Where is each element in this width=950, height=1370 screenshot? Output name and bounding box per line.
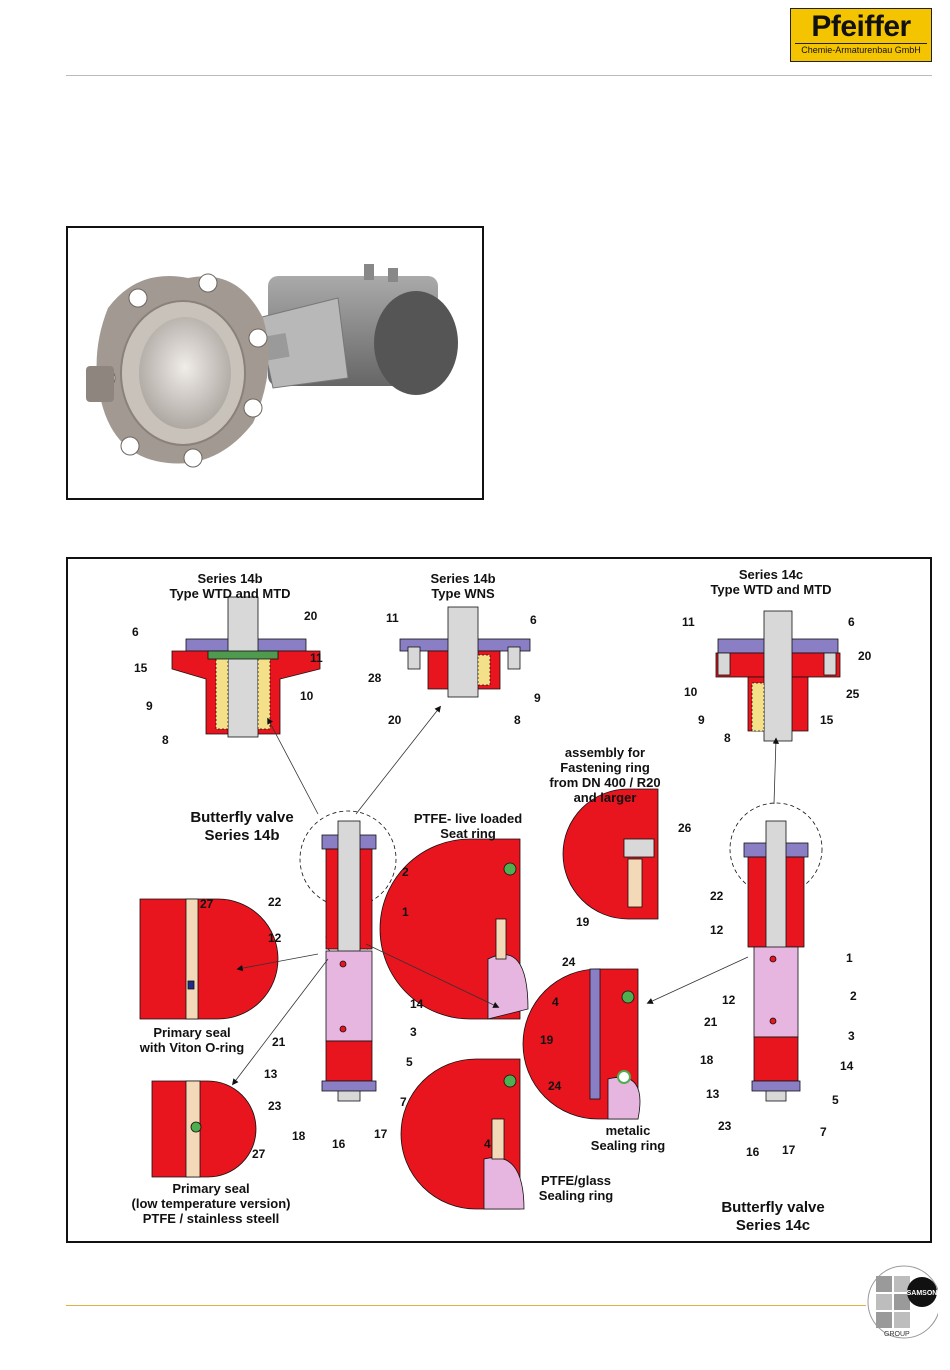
part-number: 13: [264, 1067, 278, 1081]
part-number: 19: [540, 1033, 554, 1047]
title-bv-14b: Butterfly valve Series 14b: [190, 809, 294, 844]
logo-subtitle: Chemie-Armaturenbau GmbH: [795, 43, 927, 57]
title-primary-low: Primary seal (low temperature version) P…: [131, 1181, 291, 1226]
part-number: 2: [850, 989, 857, 1003]
part-number: 12: [722, 993, 736, 1007]
part-number: 20: [304, 609, 318, 623]
part-number: 21: [272, 1035, 286, 1049]
part-number: 8: [162, 733, 169, 747]
samson-logo-mark: SAMSON GROUP: [867, 1265, 938, 1339]
shaft-14c: [729, 802, 823, 1102]
part-number: 18: [292, 1129, 306, 1143]
part-number: 1: [846, 951, 853, 965]
part-number: 9: [534, 691, 541, 705]
part-number: 17: [374, 1127, 388, 1141]
part-number: 19: [576, 915, 590, 929]
part-number: 4: [552, 995, 559, 1009]
detail-metalic: [522, 968, 641, 1120]
part-number: 10: [684, 685, 698, 699]
footer-rule: [66, 1305, 866, 1306]
detail-14b-wtd: [171, 596, 321, 738]
title-ptfe-glass: PTFE/glass Sealing ring: [538, 1173, 614, 1203]
part-number: 17: [782, 1143, 796, 1157]
part-number: 5: [832, 1093, 839, 1107]
samson-group-logo: SAMSON GROUP: [862, 1258, 938, 1342]
part-number: 1: [402, 905, 409, 919]
detail-14c-wtd: [715, 610, 841, 742]
butterfly-valve-photo: [86, 264, 458, 468]
part-number: 16: [332, 1137, 346, 1151]
header-rule: [66, 75, 932, 76]
title-14b-wtd: Series 14b Type WTD and MTD: [169, 571, 291, 601]
part-number: 7: [400, 1095, 407, 1109]
part-number: 12: [710, 923, 724, 937]
part-number: 16: [746, 1145, 760, 1159]
detail-assembly-ring: [562, 788, 659, 920]
part-number: 25: [846, 687, 860, 701]
sectional-diagram: Series 14b Type WTD and MTD Series 14b T…: [66, 557, 932, 1243]
title-ptfe-live: PTFE- live loaded Seat ring: [413, 811, 523, 841]
part-number: 24: [548, 1079, 562, 1093]
shaft-14b: [299, 810, 397, 1102]
pfeiffer-logo: Pfeiffer Chemie-Armaturenbau GmbH: [790, 8, 932, 62]
detail-ptfe-glass: [400, 1058, 525, 1210]
detail-primary-low: [151, 1080, 257, 1178]
part-number: 12: [268, 931, 282, 945]
detail-14b-wns: [399, 606, 531, 698]
part-number: 3: [848, 1029, 855, 1043]
part-number: 27: [200, 897, 214, 911]
part-number: 15: [134, 661, 148, 675]
part-number: 6: [848, 615, 855, 629]
title-assembly: assembly for Fastening ring from DN 400 …: [549, 745, 661, 805]
diagram-drawing: [139, 596, 841, 1210]
part-number: 22: [710, 889, 724, 903]
part-number: 4: [484, 1137, 491, 1151]
product-photo-frame: [66, 226, 484, 500]
part-number: 14: [410, 997, 424, 1011]
part-number: 14: [840, 1059, 854, 1073]
part-number: 13: [706, 1087, 720, 1101]
detail-primary-viton: [139, 898, 279, 1020]
part-number: 8: [724, 731, 731, 745]
part-number: 22: [268, 895, 282, 909]
part-number: 9: [698, 713, 705, 727]
logo-brand: Pfeiffer: [811, 10, 911, 43]
part-number: 2: [402, 865, 409, 879]
part-number: 28: [368, 671, 382, 685]
part-number: 20: [858, 649, 872, 663]
title-metalic: metalic Sealing ring: [590, 1123, 666, 1153]
part-number: 20: [388, 713, 402, 727]
part-number: 15: [820, 713, 834, 727]
title-14c-wtd: Series 14c Type WTD and MTD: [710, 567, 832, 597]
samson-text: SAMSON: [907, 1290, 938, 1297]
part-number: 6: [132, 625, 139, 639]
part-number: 10: [300, 689, 314, 703]
part-number: 24: [562, 955, 576, 969]
part-number: 5: [406, 1055, 413, 1069]
part-number: 3: [410, 1025, 417, 1039]
part-number: 11: [386, 611, 399, 625]
part-number: 18: [700, 1053, 714, 1067]
part-number: 7: [820, 1125, 827, 1139]
title-primary-viton: Primary seal with Viton O-ring: [139, 1025, 245, 1055]
part-number: 6: [530, 613, 537, 627]
title-bv-14c: Butterfly valve Series 14c: [721, 1199, 825, 1234]
part-number: 9: [146, 699, 153, 713]
title-14b-wns: Series 14b Type WNS: [430, 571, 496, 601]
part-number: 23: [718, 1119, 732, 1133]
part-number: 8: [514, 713, 521, 727]
part-number: 11: [682, 615, 695, 629]
part-number: 27: [252, 1147, 266, 1161]
part-number: 26: [678, 821, 692, 835]
part-number: 21: [704, 1015, 718, 1029]
part-number: 11: [310, 651, 323, 665]
part-number: 23: [268, 1099, 282, 1113]
group-text: GROUP: [884, 1331, 910, 1338]
